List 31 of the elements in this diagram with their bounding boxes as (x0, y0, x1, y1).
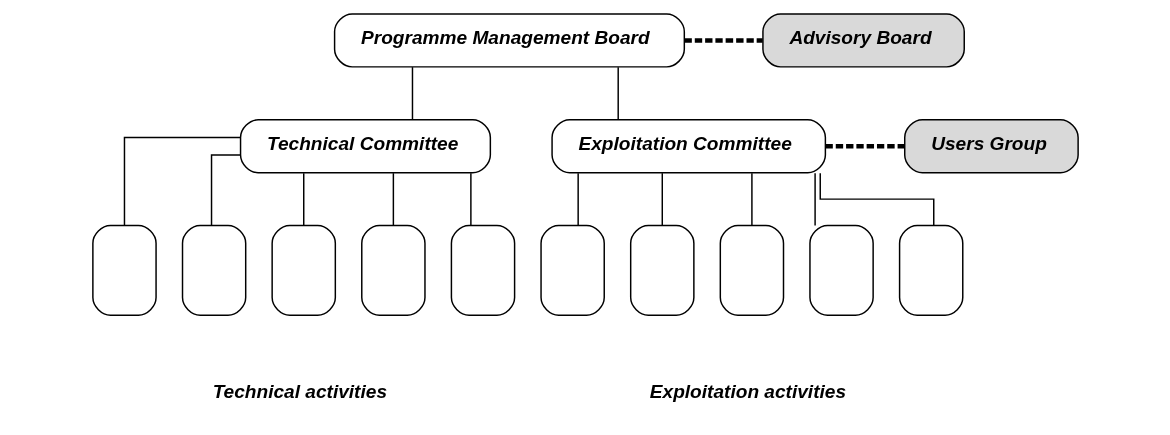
node-box (629, 224, 695, 316)
connector (469, 172, 472, 227)
label: Technical activities (212, 381, 387, 403)
node-box (360, 224, 426, 316)
connector (123, 136, 241, 227)
connector (813, 172, 816, 227)
node-box: Users Group (903, 119, 1079, 174)
node-box (181, 224, 246, 316)
connector (302, 172, 304, 227)
connector (750, 172, 753, 227)
node-box: Programme Management Board (333, 13, 685, 68)
connector (616, 66, 619, 120)
connector (661, 172, 663, 227)
connector (824, 144, 905, 149)
connector (576, 172, 579, 227)
node-box (539, 224, 605, 316)
node-box: Exploitation Committee (550, 119, 826, 174)
node-box: Technical Committee (239, 119, 491, 174)
node-box (719, 224, 784, 316)
node-box (450, 224, 515, 316)
node-box (898, 224, 963, 316)
node-box (270, 224, 336, 316)
node-box: Advisory Board (761, 13, 965, 68)
connector (392, 172, 394, 227)
connector (819, 172, 934, 226)
connector (210, 154, 241, 227)
node-box (808, 224, 874, 316)
connector (411, 66, 413, 120)
node-box (91, 224, 157, 316)
connector (683, 38, 763, 43)
label: Exploitation activities (649, 381, 846, 403)
